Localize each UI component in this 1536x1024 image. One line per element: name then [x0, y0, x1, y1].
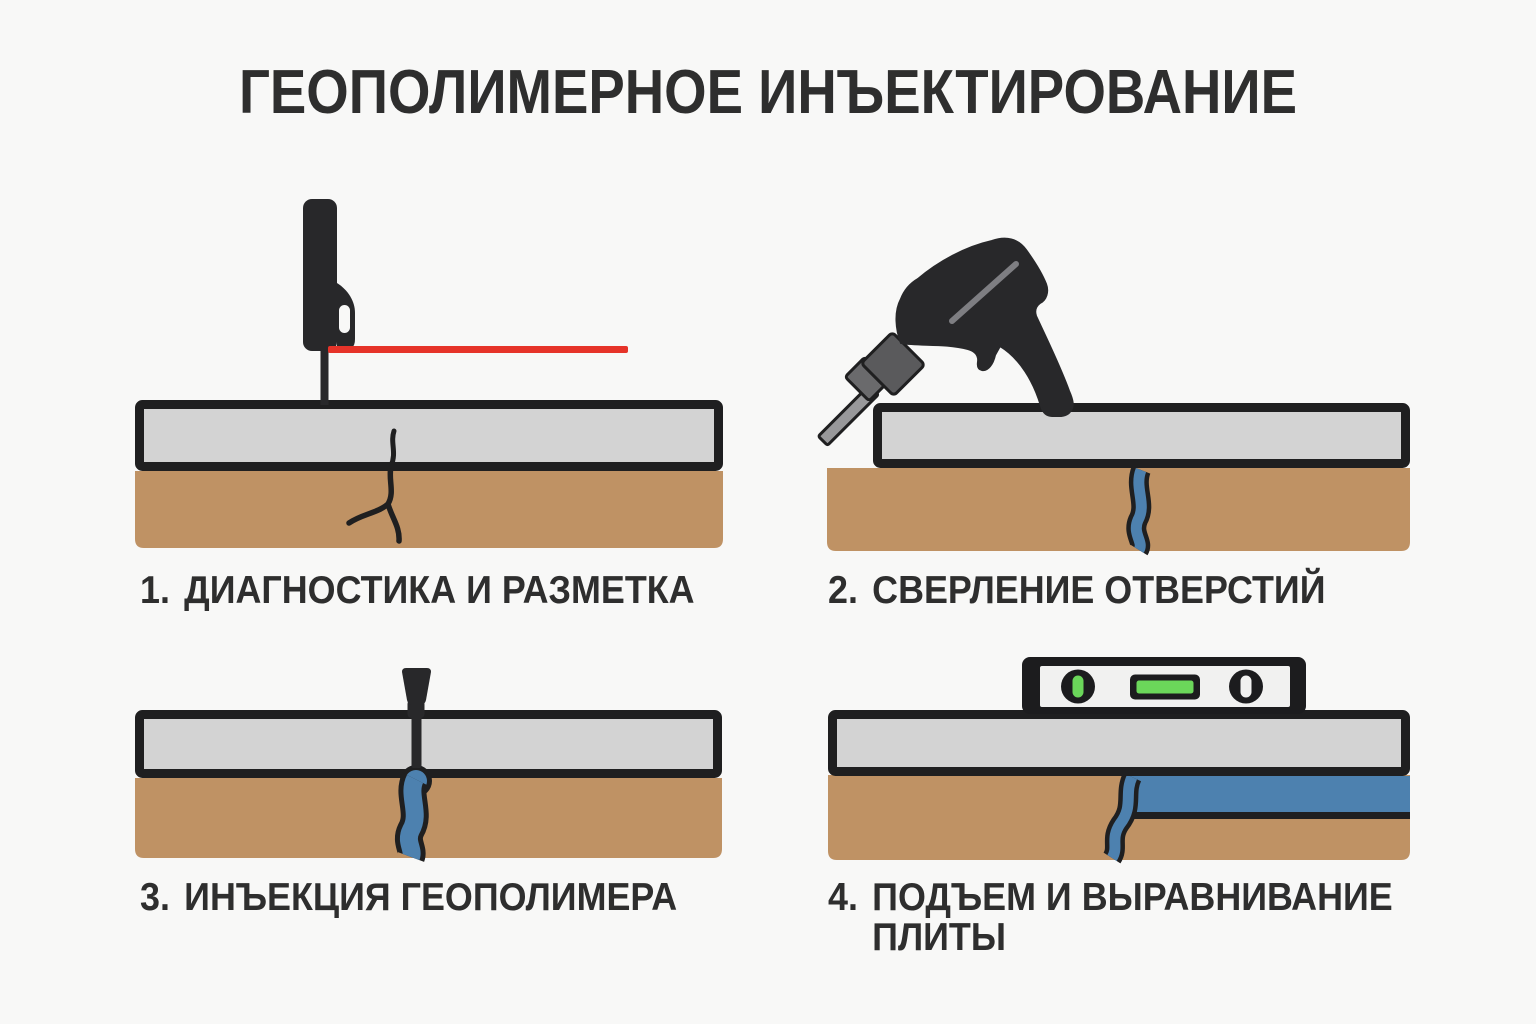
level-center-vial	[1136, 680, 1194, 694]
step-caption-2: 2. СВЕРЛЕНИЕ ОТВЕРСТИЙ	[828, 571, 1536, 611]
step-label: ИНЪЕКЦИЯ ГЕОПОЛИМЕРА	[184, 876, 678, 919]
drill-icon	[817, 237, 1074, 447]
page-title: ГЕОПОЛИМЕРНОЕ ИНЪЕКТИРОВАНИЕ	[238, 58, 1298, 127]
step-caption-1: 1. ДИАГНОСТИКА И РАЗМЕТКА	[140, 571, 876, 611]
injector-tube	[411, 712, 422, 768]
laser-body	[303, 199, 337, 351]
drill-chuck	[861, 332, 925, 396]
crack-fill	[1130, 468, 1147, 553]
step-caption-4: 4. ПОДЪЕМ И ВЫРАВНИВАНИЕ ПЛИТЫ	[828, 878, 1454, 958]
slab-crack	[388, 428, 397, 469]
panel-injection-illustration	[135, 668, 722, 862]
step-number: 1.	[140, 569, 170, 612]
geopolymer-band	[1126, 776, 1410, 812]
level-right-vial	[1240, 675, 1252, 698]
panel-drilling-illustration	[817, 237, 1410, 556]
panel-leveling-illustration	[828, 657, 1410, 864]
laser-level-icon	[303, 199, 628, 405]
laser-pole	[320, 348, 329, 405]
geopolymer-crack-fill	[1107, 774, 1138, 861]
concrete-slab	[828, 710, 1410, 776]
injector-icon	[402, 668, 431, 768]
step-number: 3.	[140, 876, 170, 919]
laser-beam	[328, 346, 628, 353]
drill-body	[895, 237, 1074, 417]
level-left-vial	[1072, 675, 1084, 698]
step-label: ПОДЪЕМ И ВЫРАВНИВАНИЕ ПЛИТЫ	[872, 876, 1393, 959]
spirit-level-icon	[1022, 657, 1306, 714]
concrete-slab	[135, 710, 722, 778]
concrete-slab	[135, 400, 723, 471]
geopolymer-fill	[399, 774, 424, 861]
concrete-slab	[873, 403, 1410, 468]
drill-body-highlight	[949, 261, 1019, 324]
step-number: 4.	[828, 876, 858, 919]
step-label: СВЕРЛЕНИЕ ОТВЕРСТИЙ	[872, 569, 1326, 612]
step-caption-3: 3. ИНЪЕКЦИЯ ГЕОПОЛИМЕРА	[140, 878, 876, 918]
step-number: 2.	[828, 569, 858, 612]
panel-diagnostics-illustration	[135, 199, 723, 548]
soil-layer	[827, 468, 1410, 551]
injector-funnel	[402, 668, 431, 705]
step-label: ДИАГНОСТИКА И РАЗМЕТКА	[184, 569, 695, 612]
soil-layer	[135, 471, 723, 548]
laser-grip-slot	[339, 305, 350, 333]
